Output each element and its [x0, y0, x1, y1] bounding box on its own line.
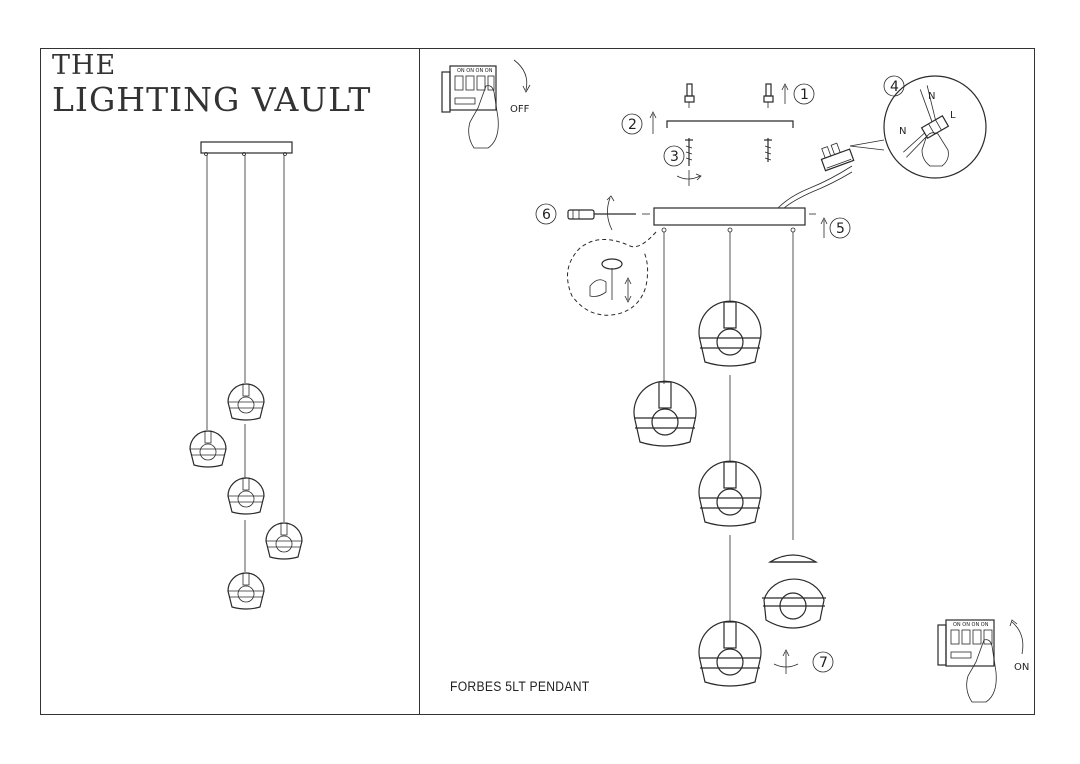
brand-line-2: LIGHTING VAULT [52, 80, 372, 119]
shade-big-2 [633, 380, 697, 447]
screwdriver [567, 209, 650, 220]
product-name: FORBES 5LT PENDANT [450, 679, 590, 694]
shade-1 [227, 383, 265, 421]
panel-divider [419, 48, 420, 715]
ceiling-canopy [653, 207, 806, 226]
brand-line-1: THE [52, 50, 117, 81]
step-3-number: 3 [670, 149, 679, 165]
switch-off-positions: ON ON ON ON [457, 68, 493, 74]
screw-left [685, 138, 693, 166]
wiring-detail: 4 N L N [777, 75, 987, 209]
wire-label-l: L [950, 110, 956, 121]
wire-label-n: N [899, 126, 906, 137]
switch-on-label: ON [1014, 662, 1029, 673]
shade-big-4 [698, 620, 762, 687]
step-7-number: 7 [819, 655, 828, 671]
step-1-number: 1 [800, 87, 809, 103]
mounting-bracket [666, 120, 794, 128]
wall-plug-right [763, 83, 774, 108]
left-pendant [189, 141, 303, 610]
step-4-number: 4 [890, 79, 899, 95]
shade-3 [227, 477, 265, 515]
shade-2 [189, 430, 227, 468]
cord-adjust-callout [567, 231, 657, 316]
switch-off-label: OFF [510, 104, 530, 115]
switch-on-illustration: ON ON ON ON ON [937, 619, 1029, 703]
wiring-callout [883, 75, 987, 179]
step-2-number: 2 [628, 117, 637, 133]
shade-4 [265, 522, 303, 560]
shade-big-3 [698, 460, 762, 527]
right-pendant: 7 [633, 232, 834, 687]
sheet-border [40, 48, 1035, 715]
step-5-number: 5 [836, 221, 845, 237]
screw-right [764, 138, 772, 162]
exploded-shade [762, 554, 826, 629]
mounting-bracket-group: 1 2 3 [621, 83, 815, 186]
wall-plug-left [684, 83, 695, 108]
switch-on-positions: ON ON ON ON [953, 622, 989, 628]
step-6-number: 6 [542, 207, 551, 223]
canopy-plate [200, 141, 293, 154]
shade-5 [227, 572, 265, 610]
switch-off-illustration: ON ON ON ON OFF [441, 59, 531, 149]
canopy-group: 5 6 [535, 195, 851, 316]
shade-big-1 [698, 300, 762, 367]
wire-label-n-top: N [928, 91, 935, 102]
